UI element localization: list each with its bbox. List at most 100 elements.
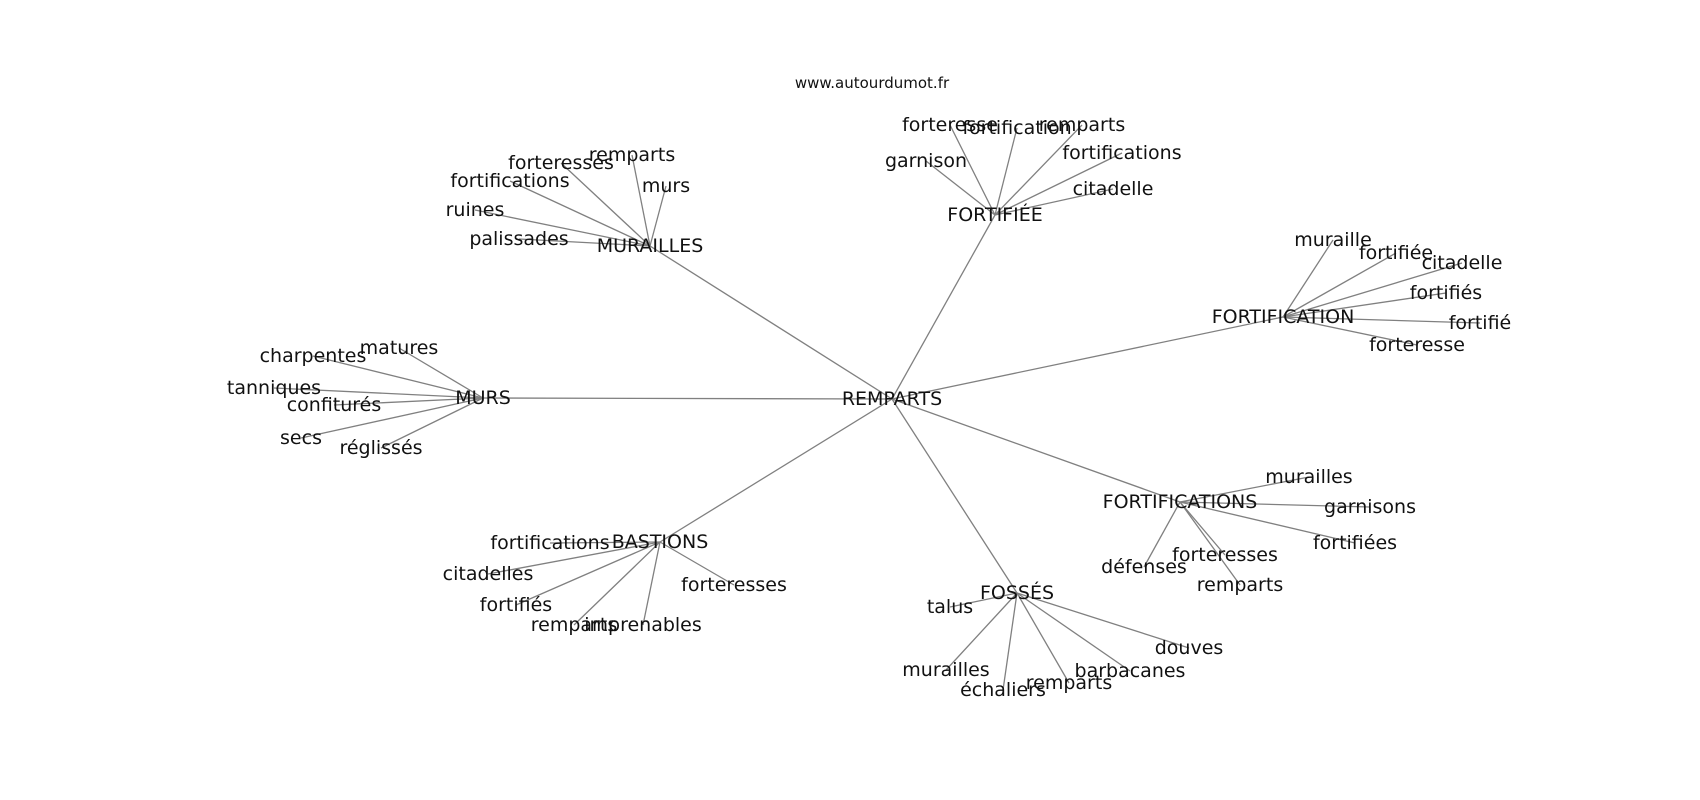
hub-to-word-edge [949,592,1018,608]
center-to-hub-edge [891,316,1284,400]
hub-to-word-edge [649,185,667,247]
graph-edges [273,124,1481,691]
hub-to-word-edge [1282,252,1397,318]
word-node-label[interactable]: fortifications [490,532,609,554]
hub-node-label[interactable]: MURAILLES [597,235,704,257]
word-node-label[interactable]: palissades [469,228,568,250]
hub-node-label[interactable]: FORTIFICATION [1212,306,1355,328]
hub-to-word-edge [1282,262,1463,318]
word-node-label[interactable]: charpentes [260,345,367,367]
word-node-label[interactable]: ruines [446,199,505,221]
word-node-label[interactable]: remparts [1197,574,1283,596]
hub-node-label[interactable]: FORTIFIÉE [947,203,1042,226]
hub-to-word-edge [1282,292,1447,318]
hub-to-word-edge [1016,592,1070,684]
hub-to-word-edge [300,397,484,439]
hub-node-label[interactable]: BASTIONS [612,531,709,553]
hub-to-word-edge [1179,476,1310,503]
hub-to-word-edge [560,162,651,247]
hub-to-word-edge [1016,592,1190,649]
word-node-label[interactable]: fortifiées [1313,532,1397,554]
word-node-label[interactable]: échaliers [960,679,1046,701]
hub-to-word-edge [925,160,996,216]
word-node-label[interactable]: murs [642,175,690,197]
hub-to-word-edge [312,355,484,399]
word-node-label[interactable]: secs [280,427,322,449]
word-node-label[interactable]: citadelles [443,563,534,585]
hub-to-word-edge [994,152,1123,216]
word-node-label[interactable]: fortifiés [480,594,552,616]
word-node-label[interactable]: fortifications [450,170,569,192]
hub-to-word-edge [573,541,661,626]
word-node-label[interactable]: confiturés [287,394,382,416]
word-node-label[interactable]: fortification [962,117,1071,139]
hub-to-word-edge [1143,501,1181,568]
word-node-label[interactable]: forteresses [1172,544,1278,566]
hub-to-word-edge [380,397,484,449]
word-node-label[interactable]: fortifié [1449,312,1512,334]
hub-to-word-edge [994,188,1114,216]
center-to-hub-edge [891,214,996,400]
hub-to-word-edge [945,592,1018,671]
hub-to-word-edge [642,541,661,626]
word-node-label[interactable]: remparts [1026,672,1112,694]
hub-to-word-edge [515,541,661,606]
word-node-label[interactable]: remparts [531,614,617,636]
center-to-hub-edge [891,398,1018,594]
hub-to-word-edge [1282,239,1334,318]
graph-labels: REMPARTSFORTIFIÉEforteressefortification… [227,114,1511,701]
word-node-label[interactable]: défenses [1101,556,1187,578]
word-node-label[interactable]: remparts [589,144,675,166]
word-node-label[interactable]: muraille [1294,229,1372,251]
center-node-label[interactable]: REMPARTS [842,388,942,410]
center-to-hub-edge [649,245,893,400]
center-to-hub-edge [482,397,893,400]
word-node-label[interactable]: imprenables [584,614,702,636]
hub-to-word-edge [1016,592,1131,672]
word-node-label[interactable]: remparts [1039,114,1125,136]
hub-to-word-edge [1179,501,1356,544]
hub-to-word-edge [518,238,651,247]
word-node-label[interactable]: forteresses [681,574,787,596]
word-node-label[interactable]: forteresse [902,114,998,136]
hub-node-label[interactable]: FOSSÉS [980,581,1054,604]
word-node-label[interactable]: forteresse [1369,334,1465,356]
source-watermark: www.autourdumot.fr [795,74,950,92]
hub-to-word-edge [474,209,651,247]
hub-to-word-edge [1282,316,1418,346]
word-node-label[interactable]: fortifiés [1410,282,1482,304]
word-node-label[interactable]: fortifiée [1359,242,1433,264]
hub-to-word-edge [659,541,735,586]
word-node-label[interactable]: fortifications [1062,142,1181,164]
word-node-label[interactable]: murailles [1265,466,1352,488]
hub-to-word-edge [509,180,651,247]
word-node-label[interactable]: tanniques [227,377,321,399]
hub-to-word-edge [949,124,996,216]
word-node-label[interactable]: douves [1155,637,1224,659]
word-node-label[interactable]: matures [360,337,439,359]
hub-to-word-edge [1282,316,1481,324]
center-to-hub-edge [891,398,1181,503]
hub-node-label[interactable]: MURS [455,387,511,409]
hub-to-word-edge [994,124,1083,216]
hub-to-word-edge [1179,501,1241,586]
word-node-label[interactable]: murailles [902,659,989,681]
hub-to-word-edge [549,541,661,544]
word-node-label[interactable]: réglissés [339,437,422,459]
word-node-label[interactable]: talus [927,596,973,618]
hub-node-label[interactable]: FORTIFICATIONS [1103,491,1258,513]
hub-to-word-edge [631,154,651,247]
hub-to-word-edge [1179,501,1226,556]
hub-to-word-edge [398,347,484,399]
hub-to-word-edge [487,541,661,575]
word-node-label[interactable]: forteresses [508,152,614,174]
hub-to-word-edge [1179,501,1371,508]
word-node-label[interactable]: garnisons [1324,496,1416,518]
word-node-label[interactable]: citadelle [1073,178,1154,200]
word-node-label[interactable]: garnison [885,150,967,172]
hub-to-word-edge [1002,592,1018,691]
hub-to-word-edge [333,397,484,406]
word-node-label[interactable]: barbacanes [1075,660,1186,682]
word-node-label[interactable]: citadelle [1422,252,1503,274]
